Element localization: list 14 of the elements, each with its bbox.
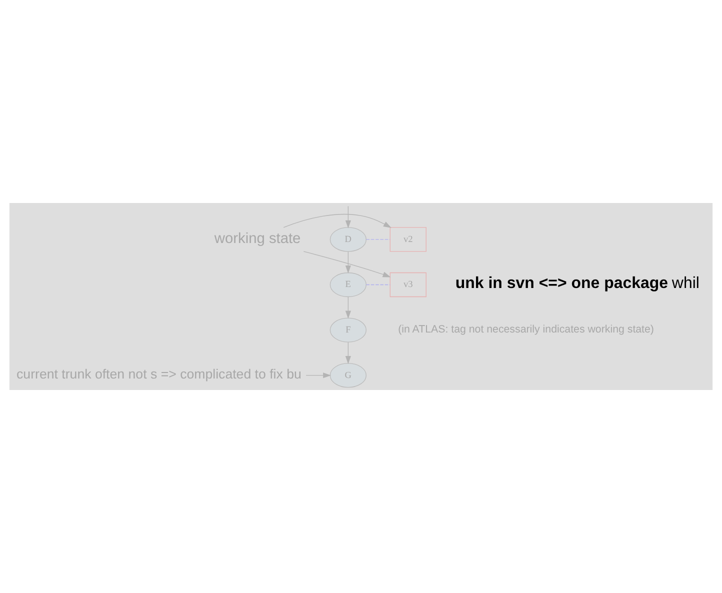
node-ellipse: F [330,318,366,342]
connector [366,284,390,286]
label: unk in svn <=> one package whil [455,275,700,292]
arrow [283,214,392,228]
arrow [345,206,351,228]
node-ellipse: G [330,363,366,388]
arrow [306,372,332,378]
node-ellipse: D [330,227,366,252]
arrow [345,342,351,364]
connector [366,239,390,240]
arrow [303,251,391,278]
arrow [345,296,351,319]
arrow [345,251,351,274]
node-ellipse: E [330,272,366,298]
